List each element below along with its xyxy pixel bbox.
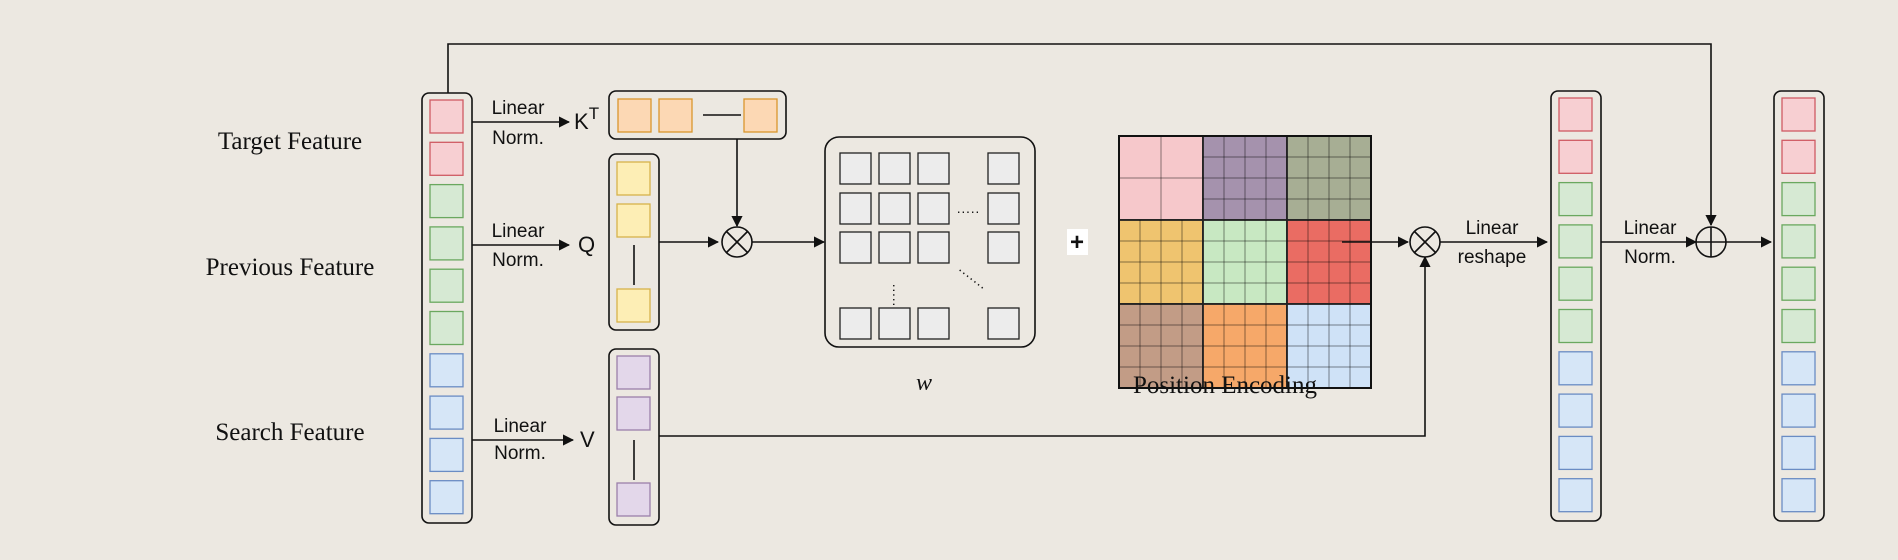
q-norm-label: Norm. [492, 250, 544, 271]
svg-text:+: + [1070, 229, 1084, 256]
final-output-token-blue [1781, 435, 1816, 471]
w-cell [987, 192, 1020, 225]
w-matrix-cells [839, 152, 1020, 340]
q-tokens [608, 153, 660, 331]
input-feature-column [421, 92, 473, 524]
plus-icon: + [1067, 229, 1088, 256]
input-token-pink [429, 99, 464, 134]
v-label: V [580, 427, 595, 452]
position-encoding-label: Position Encoding [1133, 372, 1318, 399]
pe-brown-block [1118, 303, 1204, 389]
w-cell [839, 307, 872, 340]
attention-output-token-green [1558, 308, 1593, 344]
w-cell [878, 152, 911, 185]
reshape-linear-label: Linear [1466, 218, 1519, 239]
qk-multiply-node [721, 226, 753, 258]
w-cell [878, 192, 911, 225]
final-output-token-green [1781, 266, 1816, 301]
w-cell [917, 152, 950, 185]
pe-purple-block [1202, 135, 1288, 221]
final-output-cells [1781, 97, 1816, 513]
input-token-blue [429, 395, 464, 430]
position-encoding-blocks [1118, 135, 1372, 389]
transpose-superscript: T [589, 104, 599, 123]
w-cell [987, 231, 1020, 264]
attention-output-token-blue [1558, 393, 1593, 428]
v-norm-label: Norm. [494, 443, 546, 464]
pe-mustard-block [1118, 219, 1204, 305]
input-token-blue [429, 480, 464, 515]
residual-add-node [1695, 226, 1727, 258]
input-feature-cells [429, 99, 464, 515]
v-projection: Linear Norm. V [472, 416, 595, 464]
final-output-token-blue [1781, 478, 1816, 513]
input-token-blue [429, 437, 464, 473]
skip-connection-arrow [447, 43, 1717, 227]
v-to-output-multiply-arrow [659, 255, 1431, 437]
weight-value-multiply-node [1409, 226, 1441, 258]
w-cell [878, 307, 911, 340]
k-projection: Linear Norm. KT [472, 98, 599, 149]
final-output-token-pink [1781, 139, 1816, 174]
final-output-token-blue [1781, 393, 1816, 428]
w-cell [839, 192, 872, 225]
attention-output-token-blue [1558, 435, 1593, 471]
q-linear-label: Linear [492, 221, 545, 242]
q-projection: Linear Norm. Q [472, 221, 595, 271]
v-tokens [608, 348, 660, 526]
w-cell [839, 231, 872, 264]
attention-output-token-blue [1558, 351, 1593, 386]
w-cell [878, 231, 911, 264]
v-linear-label: Linear [494, 416, 547, 437]
reshape-label: reshape [1458, 247, 1527, 268]
position-encoding-grid [1118, 135, 1372, 389]
attention-output-token-pink [1558, 97, 1593, 132]
q-label: Q [578, 232, 595, 257]
attention-output-cells [1558, 97, 1593, 513]
input-token-green [429, 183, 464, 219]
pe-lightgreen-block [1202, 219, 1288, 305]
k-linear-label: Linear [492, 98, 545, 119]
k-transpose-label: KT [574, 104, 599, 134]
w-cell [987, 152, 1020, 185]
attention-output-token-blue [1558, 478, 1593, 513]
input-token-green [429, 268, 464, 303]
final-output-token-green [1781, 224, 1816, 259]
pe-olive-block [1286, 135, 1372, 221]
k-norm-label: Norm. [492, 128, 544, 149]
w-cell [917, 231, 950, 264]
final-output-token-blue [1781, 351, 1816, 386]
w-cell [987, 307, 1020, 340]
input-token-green [429, 226, 464, 261]
w-vertical-dots: ····· [887, 283, 903, 306]
final-norm-label: Norm. [1624, 247, 1676, 268]
pe-red-block [1286, 219, 1372, 305]
w-horizontal-dots: ····· [956, 203, 979, 219]
input-token-green [429, 310, 464, 346]
input-token-pink [429, 141, 464, 176]
pe-pink-block [1118, 135, 1204, 221]
attention-output-token-green [1558, 266, 1593, 301]
final-output-token-green [1781, 181, 1816, 217]
final-output-token-green [1781, 308, 1816, 344]
w-label: w [916, 370, 932, 396]
attention-output-token-pink [1558, 139, 1593, 174]
k-transpose-tokens [608, 90, 787, 140]
attention-output-token-green [1558, 181, 1593, 217]
final-output-column [1773, 90, 1825, 522]
attention-weight-matrix: ····· ····· ······· [824, 136, 1036, 348]
search-feature-label: Search Feature [215, 419, 364, 446]
target-feature-label: Target Feature [218, 128, 362, 155]
attention-output-token-green [1558, 224, 1593, 259]
final-output-token-pink [1781, 97, 1816, 132]
w-cell [917, 307, 950, 340]
previous-feature-label: Previous Feature [206, 254, 375, 281]
w-cell [917, 192, 950, 225]
attention-output-column [1550, 90, 1602, 522]
input-token-blue [429, 353, 464, 388]
pe-lightblue-block [1286, 303, 1372, 389]
final-linear-label: Linear [1624, 218, 1677, 239]
w-cell [839, 152, 872, 185]
